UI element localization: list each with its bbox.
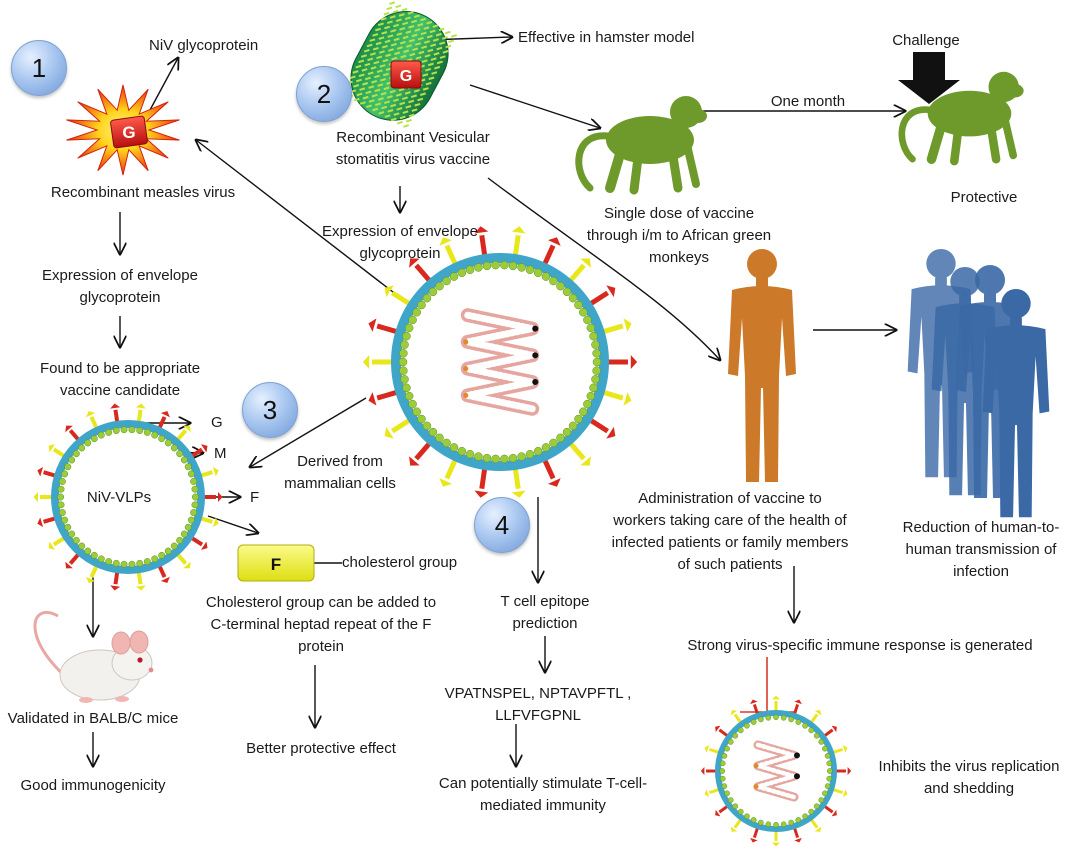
population-silhouettes-icon (907, 248, 1050, 518)
reduction-line1: Reduction of human-to- (902, 519, 1060, 536)
hamster-model-label: Effective in hamster model (518, 29, 695, 46)
candidate-line1: Found to be appropriate (39, 360, 201, 377)
stimulate-line2: mediated immunity (480, 797, 606, 814)
measles-expression-line1: Expression of envelope (42, 267, 198, 284)
validated-mice-label: Validated in BALB/C mice (7, 710, 179, 727)
vlp-g-label: G (211, 414, 223, 431)
challenged-monkey-icon (898, 71, 1024, 166)
tcell-line2: prediction (512, 615, 578, 632)
derived-line1: Derived from (297, 453, 383, 470)
step-badge-1: 1 (11, 40, 67, 96)
administration-line4: of such patients (677, 556, 783, 573)
good-immunogenicity-label: Good immunogenicity (20, 777, 166, 794)
arrow-vsv-to-human (487, 177, 720, 360)
challenge-arrow-icon (898, 52, 960, 104)
vlp-m-label: M (214, 445, 227, 462)
reduction-line3: infection (953, 563, 1009, 580)
svg-text:G: G (400, 68, 412, 85)
niv-glycoprotein-label: NiV glycoprotein (149, 37, 259, 54)
vsv-title-line1: Recombinant Vesicular (336, 129, 490, 146)
niv-vlps-label: NiV-VLPs (86, 489, 152, 506)
measles-g-tag: G (122, 123, 135, 142)
arrow-virion-to-measles (196, 140, 403, 300)
administration-line1: Administration of vaccine to (638, 490, 822, 507)
administration-line2: workers taking care of the health of (613, 512, 847, 529)
vaccinated-worker-icon (728, 249, 796, 482)
vlp-f-label: F (250, 489, 260, 506)
protective-label: Protective (950, 189, 1018, 206)
derived-line2: mammalian cells (284, 475, 396, 492)
cholesterol-group-label: cholesterol group (342, 554, 458, 571)
tcell-line1: T cell epitope (500, 593, 590, 610)
inhibited-virion (700, 695, 852, 847)
vsv-expression-line1: Expression of envelope (322, 223, 478, 240)
vsv-expression-line2: glycoprotein (359, 245, 441, 262)
administration-line3: infected patients or family members (611, 534, 849, 551)
vsv-g-tag: G (390, 60, 422, 89)
single-dose-line3: monkeys (648, 249, 710, 266)
nipah-virion-main (362, 226, 638, 498)
better-protective-label: Better protective effect (246, 740, 396, 757)
peptides-line2: LLFVFGPNL (495, 707, 581, 724)
cholesterol-text-line3: protein (298, 638, 344, 655)
arrow-vsv-to-monkey (469, 84, 600, 128)
measles-virus-star: G (66, 84, 180, 176)
african-green-monkey-icon (575, 96, 707, 195)
stimulate-line1: Can potentially stimulate T-cell- (438, 775, 648, 792)
vsv-title-line2: stomatitis virus vaccine (335, 151, 491, 168)
single-dose-line2: through i/m to African green (586, 227, 772, 244)
inhibition-bar (740, 657, 795, 713)
inhibits-line2: and shedding (923, 780, 1015, 797)
strong-response-label: Strong virus-specific immune response is… (687, 637, 1033, 654)
step-badge-4: 4 (474, 497, 530, 553)
balb-c-mouse-icon (33, 610, 154, 703)
reduction-line2: human transmission of (905, 541, 1057, 558)
step-badge-3: 3 (242, 382, 298, 438)
peptides-line1: VPATNSPEL, NPTAVPFTL , (444, 685, 632, 702)
measles-expression-line2: glycoprotein (79, 289, 161, 306)
arrow-virion-to-vlps (250, 397, 367, 467)
f-protein-box: F (237, 544, 315, 582)
one-month-label: One month (770, 93, 846, 110)
inhibits-line1: Inhibits the virus replication (878, 758, 1060, 775)
cholesterol-text-line1: Cholesterol group can be added to (205, 594, 437, 611)
niv-vlp-particle (33, 403, 223, 591)
step-badge-2: 2 (296, 66, 352, 122)
svg-text:F: F (271, 555, 281, 574)
candidate-line2: vaccine candidate (59, 382, 181, 399)
recombinant-measles-label: Recombinant measles virus (50, 184, 236, 201)
challenge-label: Challenge (892, 32, 960, 49)
single-dose-line1: Single dose of vaccine (603, 205, 755, 222)
cholesterol-text-line2: C-terminal heptad repeat of the F (210, 616, 432, 633)
